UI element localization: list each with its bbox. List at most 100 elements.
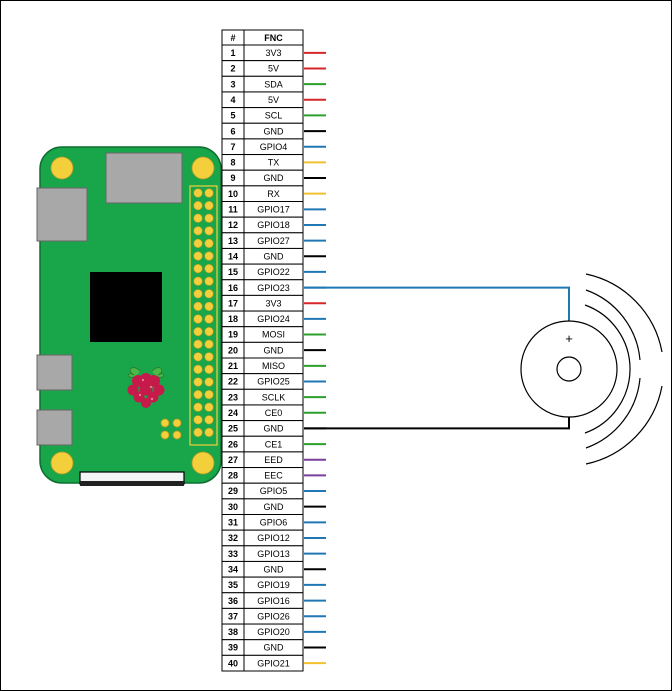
buzzer: +	[520, 273, 663, 465]
pin-number: 30	[228, 502, 238, 512]
header-pin-hole	[204, 415, 214, 425]
pin-number: 8	[230, 158, 235, 168]
wires	[304, 286, 570, 430]
pin-function: GPIO23	[257, 283, 290, 293]
header-pin-hole	[193, 276, 203, 286]
pin-number: 7	[230, 142, 235, 152]
header-pin-hole	[193, 251, 203, 261]
mounting-hole	[191, 156, 215, 180]
buzzer-center	[556, 356, 582, 382]
pin-function: MOSI	[262, 330, 285, 340]
pin-function: GPIO18	[257, 220, 290, 230]
pin-number: 24	[228, 408, 238, 418]
header-pin-hole	[204, 276, 214, 286]
pad-hole	[160, 418, 170, 428]
pin-number: 17	[228, 298, 238, 308]
pin-function: GPIO6	[260, 518, 288, 528]
pin-number: 23	[228, 392, 238, 402]
header-pin-hole	[193, 201, 203, 211]
header-pin-hole	[204, 238, 214, 248]
mounting-hole	[50, 156, 74, 180]
pin-function: GPIO16	[257, 596, 290, 606]
pin-function: GPIO12	[257, 533, 290, 543]
sound-wave-top-middle	[585, 289, 641, 361]
sound-wave-bottom-middle	[585, 377, 641, 449]
raspberry-logo	[127, 367, 165, 408]
pin-function: GPIO22	[257, 267, 290, 277]
header-pin-hole	[193, 415, 203, 425]
pin-function: GND	[264, 345, 285, 355]
pad-hole	[160, 430, 170, 440]
pin-number: 3	[230, 79, 235, 89]
pin-number: 18	[228, 314, 238, 324]
wire-gnd-to-buzzer-negative	[304, 417, 570, 430]
sound-wave-top-outer	[585, 273, 663, 353]
pin-number: 33	[228, 549, 238, 559]
header-pin-hole	[204, 201, 214, 211]
pin-function: 5V	[268, 95, 279, 105]
pin-number: 22	[228, 377, 238, 387]
gpio-header	[193, 188, 214, 438]
raspberry-pi-board	[36, 146, 222, 486]
header-pin-hole	[204, 352, 214, 362]
pin-number: 21	[228, 361, 238, 371]
pin-number: 16	[228, 283, 238, 293]
header-pin-hole	[193, 364, 203, 375]
pin-function: EEC	[264, 471, 283, 481]
pin-number: 13	[228, 236, 238, 246]
pin-function: GPIO17	[257, 205, 290, 215]
pin-function: GPIO26	[257, 611, 290, 621]
pin-function: RX	[267, 189, 280, 199]
pin-function: GPIO24	[257, 314, 290, 324]
pin-function: SCLK	[262, 392, 286, 402]
pin-number: 35	[228, 580, 238, 590]
header-pin-hole	[204, 289, 214, 299]
header-pin-hole	[204, 377, 214, 387]
pin-number: 25	[228, 424, 238, 434]
header-num-label: #	[230, 33, 235, 43]
header-pin-hole	[204, 364, 214, 375]
soc-chip	[90, 272, 162, 342]
buzzer-plus-label: +	[565, 331, 573, 346]
mounting-hole	[50, 451, 74, 475]
pin-function: GPIO19	[257, 580, 290, 590]
header-pin-hole	[204, 427, 214, 438]
pin-number: 39	[228, 643, 238, 653]
pin-function: 5V	[268, 64, 279, 74]
pin-number: 15	[228, 267, 238, 277]
header-pin-hole	[193, 264, 203, 274]
usb-connector	[36, 409, 73, 446]
pin-number: 34	[228, 564, 238, 574]
pin-number: 4	[230, 95, 235, 105]
header-pin-hole	[204, 314, 214, 324]
pin-number: 32	[228, 533, 238, 543]
pin-number: 27	[228, 455, 238, 465]
header-pin-hole	[193, 213, 203, 223]
pin-function: GND	[264, 173, 285, 183]
pin-number: 5	[230, 111, 235, 121]
pin-function: GPIO13	[257, 549, 290, 559]
camera-connector	[105, 152, 183, 204]
pin-function: GND	[264, 564, 285, 574]
pin-number: 11	[228, 205, 238, 215]
pin-number: 26	[228, 439, 238, 449]
header-pin-hole	[193, 301, 203, 312]
header-pin-hole	[204, 226, 214, 236]
pad-hole	[172, 418, 182, 428]
mini-hdmi-connector-base	[80, 481, 184, 486]
gpio-header-outline	[189, 185, 218, 446]
pin-function: MISO	[262, 361, 285, 371]
pad-hole	[172, 430, 182, 440]
pin-function: GPIO27	[257, 236, 290, 246]
pin-function: 3V3	[265, 48, 281, 58]
header-pin-hole	[204, 390, 214, 400]
header-pin-hole	[193, 188, 203, 198]
pin-function: GND	[264, 424, 285, 434]
wire-gpio23-to-buzzer-positive	[304, 286, 570, 321]
header-pin-hole	[193, 427, 203, 438]
usb-connector	[36, 354, 73, 391]
pin-function: GPIO25	[257, 377, 290, 387]
pin-function: GND	[264, 502, 285, 512]
pin-number: 12	[228, 220, 238, 230]
